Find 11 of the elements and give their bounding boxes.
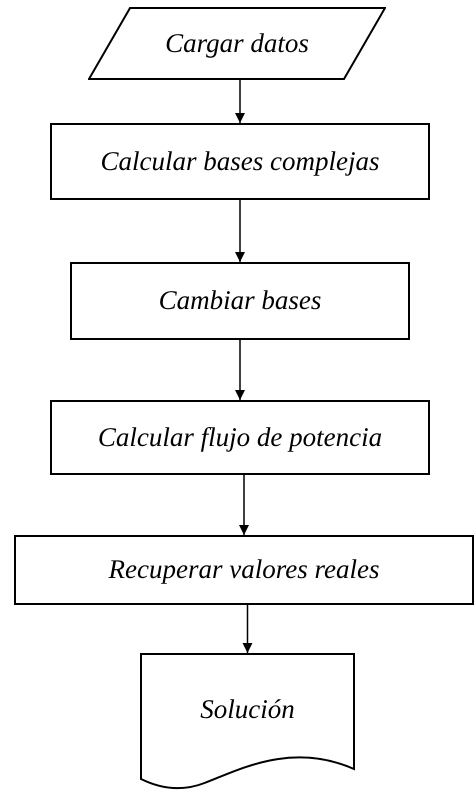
node-label: Calcular bases complejas <box>100 144 380 178</box>
node-label: Cambiar bases <box>158 284 322 318</box>
arrow <box>235 200 245 262</box>
arrow <box>235 340 245 400</box>
arrow <box>242 605 252 653</box>
arrow <box>239 475 249 535</box>
node-label: Solución <box>200 693 295 726</box>
node-label: Recuperar valores reales <box>108 553 380 586</box>
node-label: Cargar datos <box>165 26 309 60</box>
arrow <box>235 80 245 123</box>
node-label: Calcular flujo de potencia <box>98 420 382 454</box>
